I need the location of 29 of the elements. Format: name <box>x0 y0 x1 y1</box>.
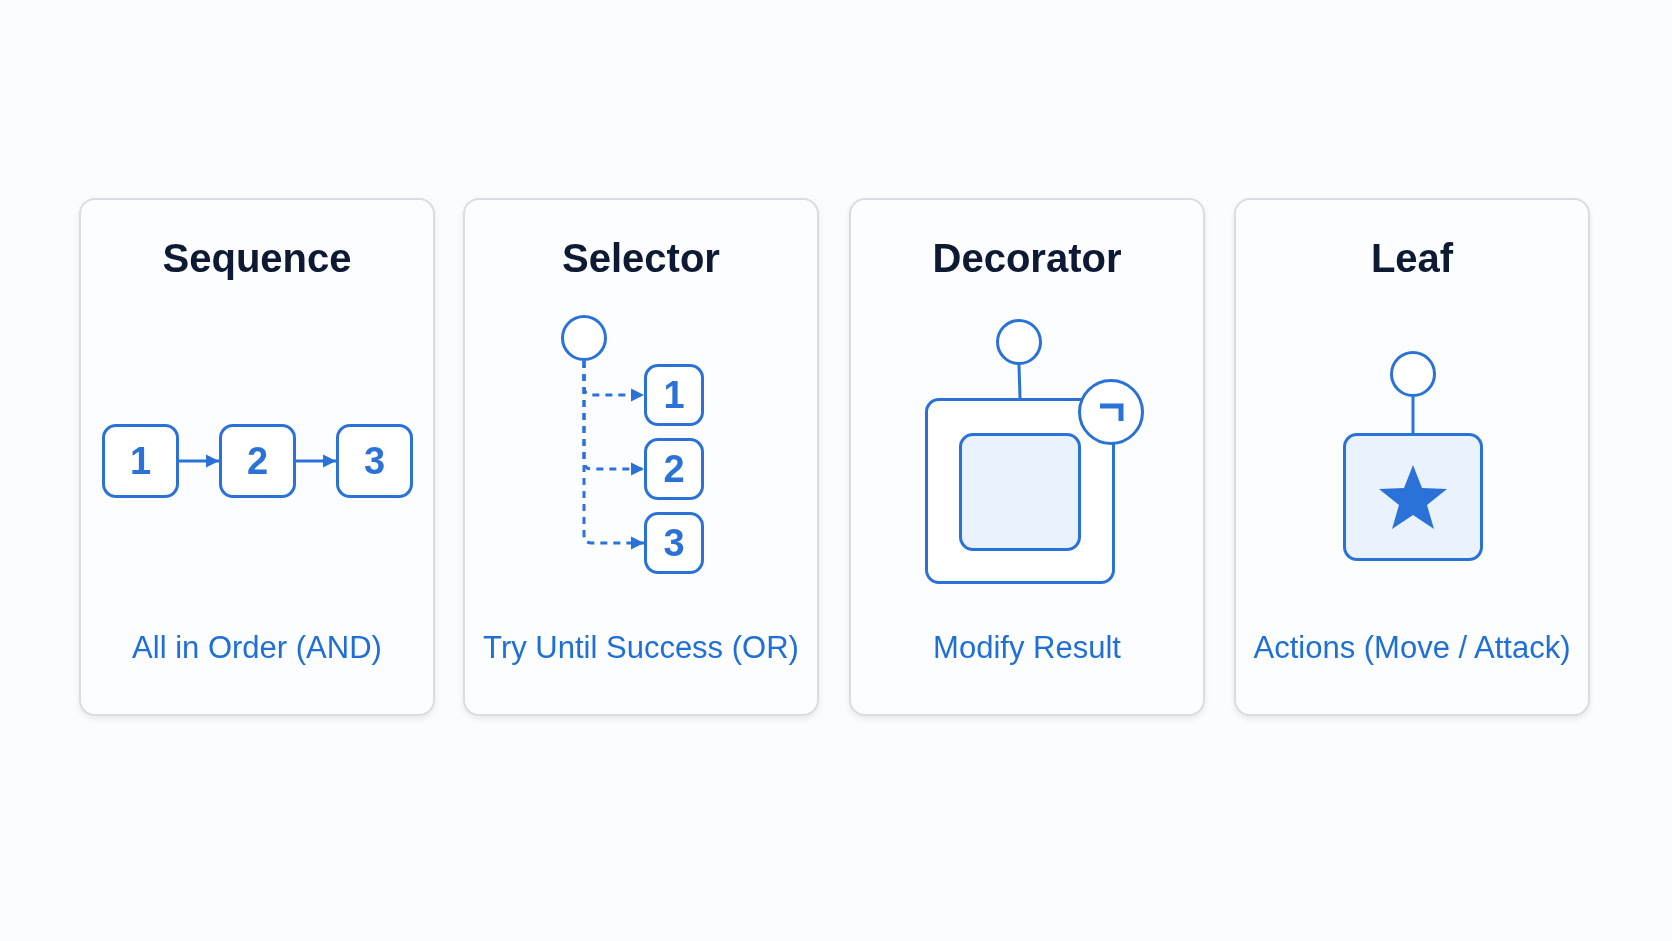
card <box>463 198 819 716</box>
step-box: 1 <box>644 364 704 426</box>
outer-box <box>925 398 1115 584</box>
card-title: Decorator <box>932 236 1122 281</box>
node-circle <box>1390 351 1436 397</box>
step-box: 1 <box>102 424 179 498</box>
step-box: 3 <box>336 424 413 498</box>
arrow <box>179 454 219 468</box>
arrow <box>582 361 644 550</box>
card-caption: Actions (Move / Attack) <box>1253 630 1571 666</box>
card-caption: All in Order (AND) <box>132 630 382 666</box>
connector-line <box>1411 397 1415 433</box>
node-circle <box>996 319 1042 365</box>
card-title: Leaf <box>1370 236 1454 281</box>
node-circle <box>561 315 607 361</box>
node-box <box>1343 433 1483 561</box>
step-box: 2 <box>219 424 296 498</box>
card <box>79 198 435 716</box>
card <box>1234 198 1590 716</box>
node-box <box>959 433 1081 551</box>
card <box>849 198 1205 716</box>
card-caption: Try Until Success (OR) <box>483 630 799 666</box>
card-title: Selector <box>562 236 720 281</box>
card-title: Sequence <box>162 236 352 281</box>
step-box: 3 <box>644 512 704 574</box>
connector-line <box>1017 364 1022 399</box>
step-box: 2 <box>644 438 704 500</box>
card-caption: Modify Result <box>933 630 1121 666</box>
arrow <box>296 454 336 468</box>
